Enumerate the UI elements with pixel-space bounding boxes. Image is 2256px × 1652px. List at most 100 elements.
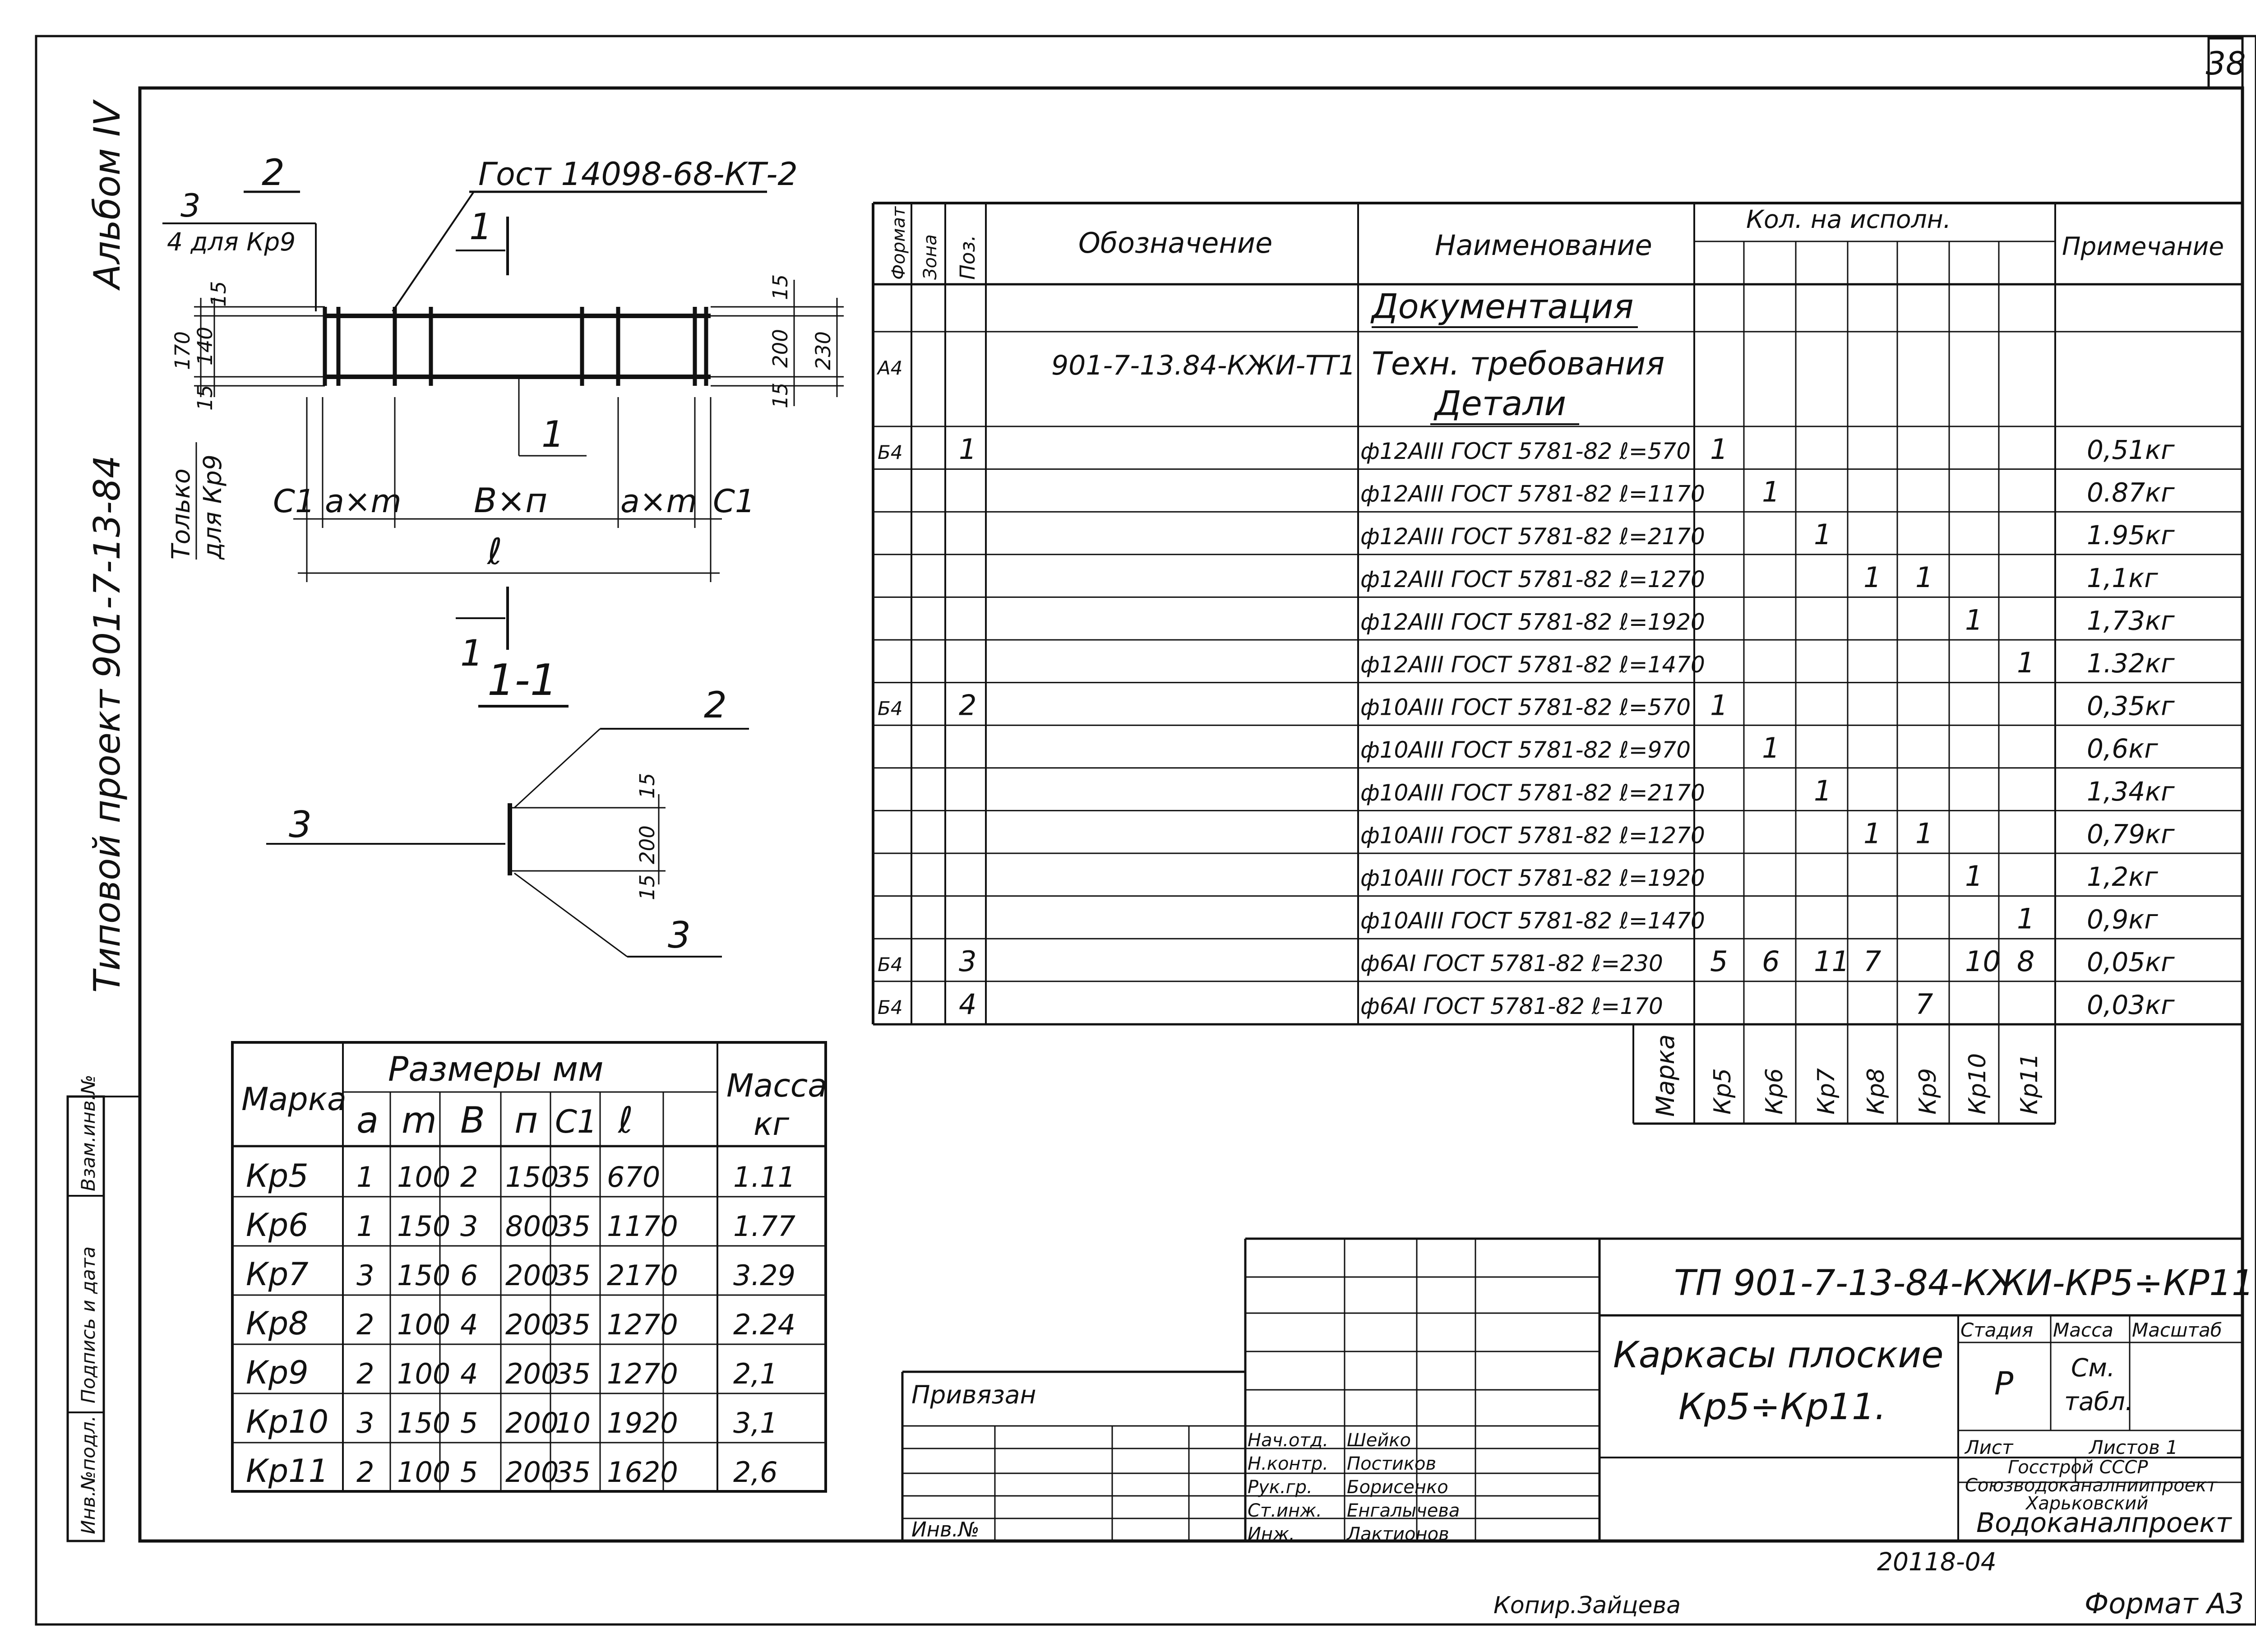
dims-cell: 4 (460, 1357, 478, 1390)
dims-cell: 2 (460, 1161, 478, 1194)
dims-cell: 1 (356, 1161, 374, 1194)
mass-header: Масса (2053, 1319, 2113, 1341)
staff-role: Н.контр. (1248, 1453, 1328, 1474)
spec-h-format: Формат (888, 206, 909, 280)
dims-cell: 2 (356, 1357, 374, 1390)
spec-h-zone: Зона (920, 234, 941, 280)
spec-note: 1,2кг (2087, 861, 2158, 892)
sheet-header: Лист (1964, 1436, 2014, 1458)
dims-cell: 100 (397, 1308, 450, 1341)
dims-cell: 1170 (607, 1210, 678, 1243)
spec-h-name: Наименование (1435, 229, 1652, 262)
dims-cell: Кр11 (246, 1453, 328, 1490)
strip-signature: Подпись и дата (77, 1246, 99, 1403)
staff-name: Постиков (1347, 1453, 1436, 1474)
spec-h-note: Примечание (2062, 232, 2224, 261)
dims-cell: 670 (607, 1161, 660, 1194)
dims-cell: 800 (505, 1210, 559, 1243)
org-1: Госстрой СССР (2008, 1457, 2148, 1478)
section-mark-bottom: 1 (460, 632, 483, 674)
staff-role: Ст.инж. (1248, 1500, 1322, 1521)
dim-bxn: В×п (474, 481, 547, 520)
stage-value: Р (1994, 1365, 2014, 1402)
spec-name: ф10АIII ГОСТ 5781-82 ℓ=570 (1360, 694, 1691, 721)
dims-cell: 5 (460, 1456, 478, 1489)
gost-label: Гост 14098-68-КТ-2 (478, 156, 798, 193)
title-block: ТП 901-7-13-84-КЖИ-КР5÷КР11 Каркасы плос… (901, 1237, 2254, 1545)
inv-no-label: Инв.№ (911, 1518, 980, 1541)
dim-230: 230 (811, 331, 835, 370)
dims-header-mass-a: Масса (726, 1067, 827, 1104)
spec-note: 0,6кг (2087, 733, 2158, 764)
spec-qty: 10 (1965, 945, 2001, 978)
label-kr9-note: 4 для Кр9 (167, 227, 296, 256)
dims-cell: 150 (397, 1407, 450, 1439)
dim-15-bottom: 15 (193, 385, 217, 411)
spec-qty: 1 (2017, 646, 2034, 679)
spec-format: Б4 (878, 953, 903, 976)
only-for-a: Только (166, 468, 195, 560)
dims-cell: 3 (356, 1259, 374, 1292)
dims-cell: 200 (505, 1259, 559, 1292)
label-3: 3 (180, 187, 201, 224)
dims-col-a: а (356, 1099, 379, 1141)
spec-pos: 4 (959, 988, 976, 1021)
mass-a: См. (2071, 1353, 2115, 1382)
spec-qty: 1 (1915, 561, 1933, 594)
sheets-header: Листов 1 (2088, 1436, 2178, 1458)
spec-pos: 1 (959, 433, 976, 466)
spec-mark: Кр11 (2016, 1053, 2043, 1115)
dim-c1-right: С1 (713, 483, 755, 520)
album-label: Альбом IV (86, 99, 128, 291)
dims-cell: 1.77 (733, 1210, 795, 1243)
dims-header-mark: Марка (241, 1081, 347, 1118)
bound-label: Привязан (911, 1380, 1036, 1409)
spec-name: ф10АIII ГОСТ 5781-82 ℓ=1920 (1360, 865, 1705, 891)
dims-cell: 1 (356, 1210, 374, 1243)
frame-elevation: 2 Гост 14098-68-КТ-2 3 4 для Кр9 1 (162, 152, 844, 708)
spec-mark: Кр9 (1914, 1068, 1942, 1115)
spec-qty: 1 (1965, 603, 1983, 636)
dims-cell: 35 (555, 1259, 591, 1292)
sec-label-3a: 3 (289, 804, 312, 846)
dims-cell: 35 (555, 1210, 591, 1243)
spec-table: Формат Зона Поз. Обозначение Наименовани… (872, 202, 2242, 1125)
staff-role: Нач.отд. (1248, 1430, 1328, 1451)
sheet-frame (35, 35, 2256, 1626)
spec-marks-label: Марка (1651, 1034, 1680, 1117)
doc-format: А4 (876, 357, 902, 379)
dims-cell: Кр7 (246, 1256, 309, 1293)
dims-cell: 3 (356, 1407, 374, 1439)
spec-note: 0,51кг (2087, 435, 2175, 465)
spec-h-pos: Поз. (956, 235, 980, 280)
dims-cell: 200 (505, 1357, 559, 1390)
spec-name: ф10АIII ГОСТ 5781-82 ℓ=1470 (1360, 908, 1705, 934)
spec-name: ф12АIII ГОСТ 5781-82 ℓ=2170 (1360, 523, 1705, 550)
spec-name: ф12АIII ГОСТ 5781-82 ℓ=570 (1360, 438, 1691, 464)
spec-mark: Кр10 (1964, 1053, 1991, 1115)
scale-header: Масштаб (2132, 1319, 2222, 1341)
spec-qty: 1 (1814, 518, 1831, 551)
dims-header-sizes: Размеры мм (388, 1049, 604, 1089)
spec-section-docs: Документация (1370, 287, 1633, 326)
dim-right-15-bottom: 15 (768, 383, 792, 408)
sec-15-bottom: 15 (635, 875, 659, 900)
project-label: Типовой проект 901-7-13-84 (86, 455, 128, 993)
dims-cell: Кр6 (246, 1207, 309, 1244)
spec-mark: Кр7 (1813, 1068, 1840, 1115)
spec-pos: 2 (959, 689, 976, 722)
dims-cell: 150 (397, 1259, 450, 1292)
dims-cell: 35 (555, 1456, 591, 1489)
dims-cell: 2.24 (733, 1308, 795, 1341)
spec-note: 0.87кг (2087, 477, 2175, 508)
spec-note: 1,34кг (2087, 776, 2175, 807)
strip-replace-inv: Взам.инв.№ (77, 1075, 99, 1191)
dims-cell: 1920 (607, 1407, 678, 1439)
dims-col-c1: С1 (555, 1103, 597, 1140)
pos-1-label: 1 (541, 413, 564, 455)
dims-cell: 2 (356, 1456, 374, 1489)
spec-name: ф12АIII ГОСТ 5781-82 ℓ=1270 (1360, 566, 1705, 592)
spec-rows: Б4 1 ф12АIII ГОСТ 5781-82 ℓ=570 1 0,51кг ф12А… (873, 426, 2242, 1021)
dims-cell: 100 (397, 1161, 450, 1194)
